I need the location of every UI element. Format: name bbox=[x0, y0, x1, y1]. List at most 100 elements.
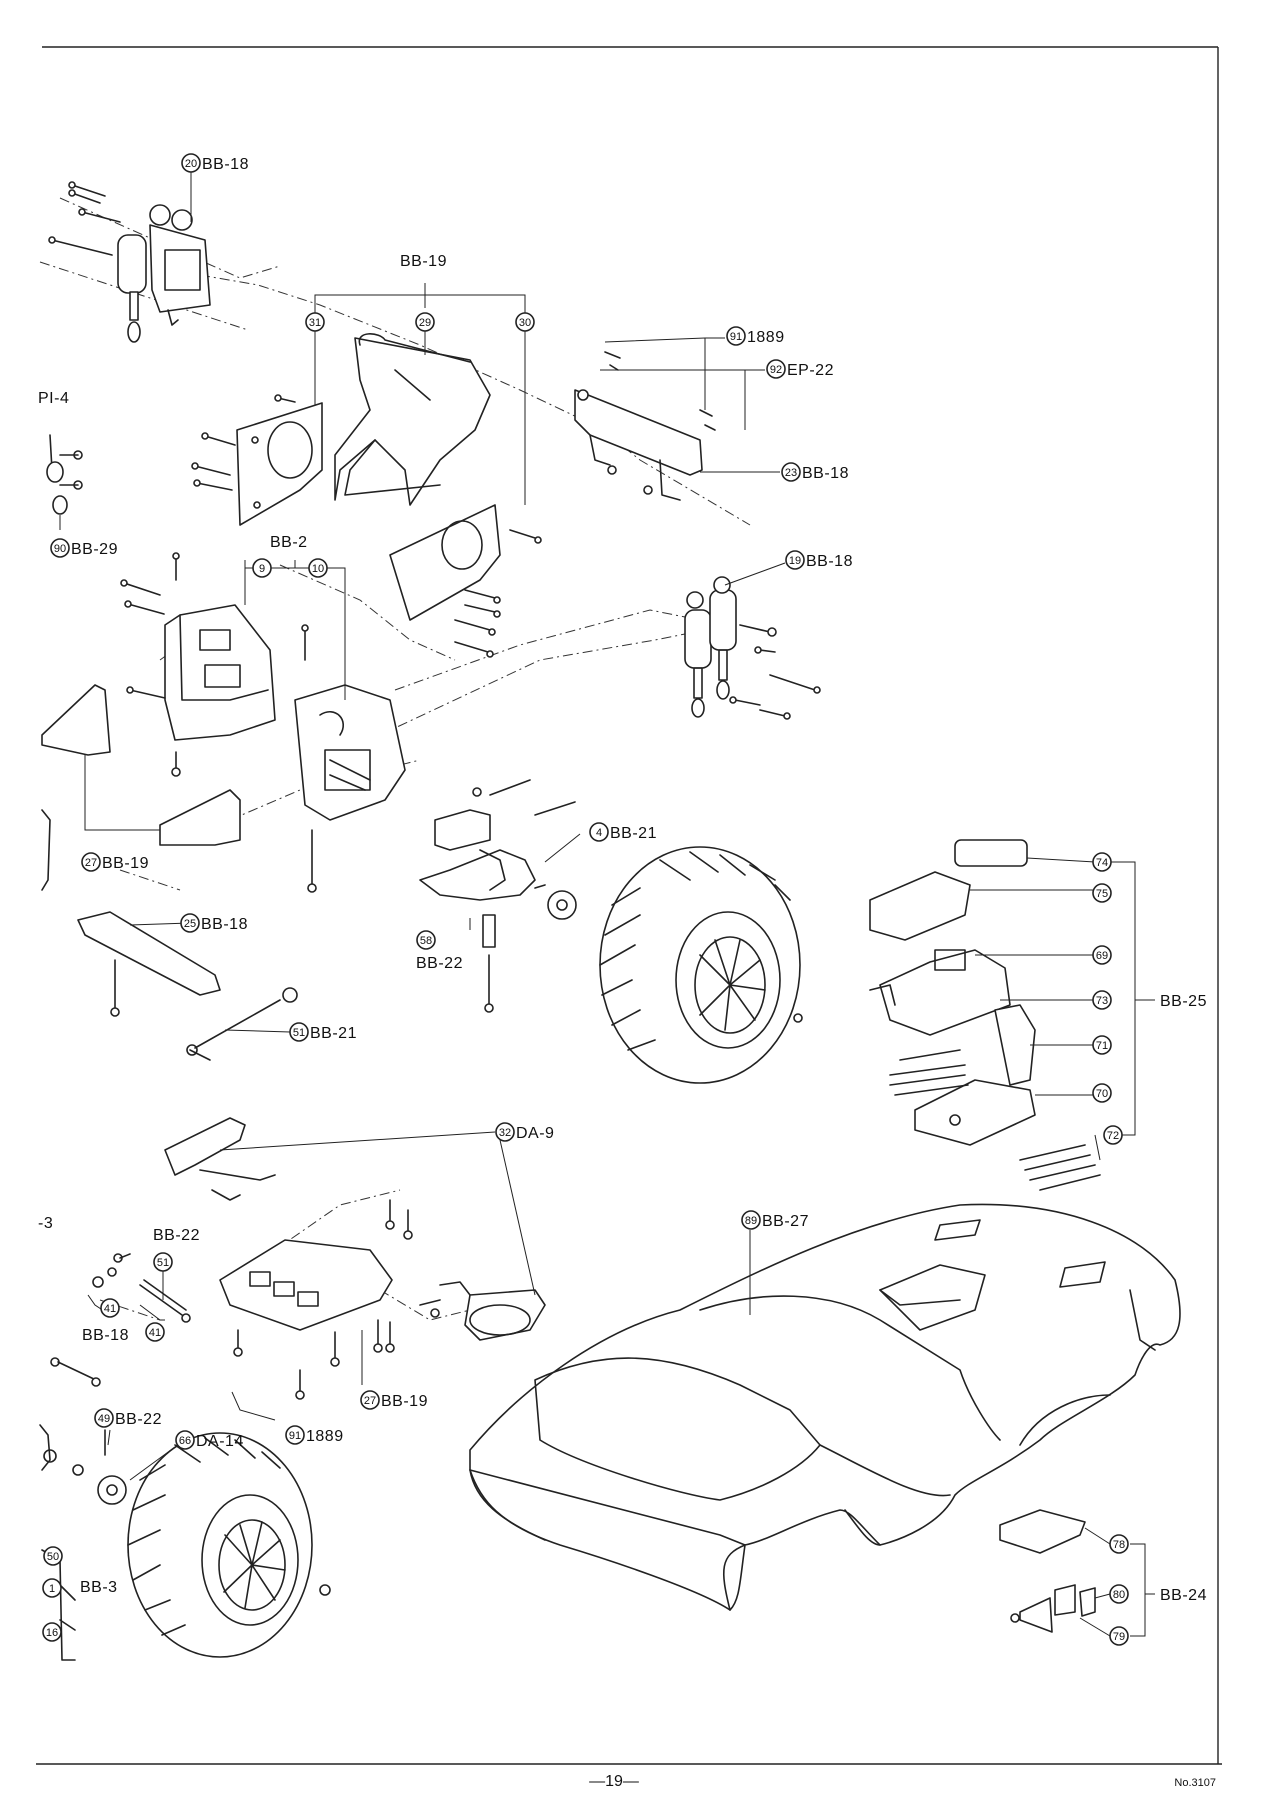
label-3: -3 bbox=[38, 1215, 53, 1232]
svg-text:29: 29 bbox=[419, 317, 431, 329]
callout-75: 75 bbox=[1092, 883, 1112, 903]
label-bb-24: BB-24 bbox=[1160, 1587, 1207, 1604]
callout-66: 66 bbox=[175, 1430, 195, 1450]
callout-91b: 91 bbox=[285, 1425, 305, 1445]
callout-79: 79 bbox=[1109, 1626, 1129, 1646]
svg-text:71: 71 bbox=[1096, 1040, 1108, 1052]
rear-bumper bbox=[574, 351, 716, 501]
label-91a: 1889 bbox=[747, 329, 785, 346]
label-89: BB-27 bbox=[762, 1213, 809, 1230]
label-bb-25: BB-25 bbox=[1160, 993, 1207, 1010]
callout-73: 73 bbox=[1092, 990, 1112, 1010]
pi-4-parts bbox=[46, 434, 83, 515]
page-frame bbox=[36, 46, 1222, 1765]
callout-89: 89 bbox=[741, 1210, 761, 1230]
svg-text:4: 4 bbox=[596, 827, 602, 839]
svg-text:91: 91 bbox=[730, 331, 742, 343]
gearbox-assembly bbox=[120, 552, 406, 893]
callout-23: 23 bbox=[781, 462, 801, 482]
callout-19: 19 bbox=[785, 550, 805, 570]
callout-27b: 27 bbox=[360, 1390, 380, 1410]
label-32: DA-9 bbox=[516, 1125, 554, 1142]
side-guards bbox=[41, 684, 241, 846]
front-tire bbox=[599, 846, 803, 1084]
label-51a: BB-21 bbox=[310, 1025, 357, 1042]
svg-text:80: 80 bbox=[1113, 1589, 1125, 1601]
label-90: BB-29 bbox=[71, 541, 118, 558]
callout-70: 70 bbox=[1092, 1083, 1112, 1103]
svg-text:27: 27 bbox=[364, 1395, 376, 1407]
rear-shock-assembly bbox=[48, 181, 211, 343]
label-pi-4: PI-4 bbox=[38, 390, 69, 407]
callout-20: 20 bbox=[181, 153, 201, 173]
callout-31: 31 bbox=[305, 312, 325, 332]
svg-text:91: 91 bbox=[289, 1430, 301, 1442]
svg-text:72: 72 bbox=[1107, 1130, 1119, 1142]
svg-text:78: 78 bbox=[1113, 1539, 1125, 1551]
label-58: BB-22 bbox=[416, 955, 463, 972]
screws-19 bbox=[729, 624, 821, 720]
svg-text:27: 27 bbox=[85, 857, 97, 869]
label-20: BB-18 bbox=[202, 156, 249, 173]
callout-41a: 41 bbox=[100, 1298, 120, 1318]
callout-91a: 91 bbox=[726, 326, 746, 346]
document-code: No.3107 bbox=[1174, 1777, 1216, 1789]
callout-4: 4 bbox=[589, 822, 609, 842]
callout-80: 80 bbox=[1109, 1584, 1129, 1604]
callout-30: 30 bbox=[515, 312, 535, 332]
svg-text:92: 92 bbox=[770, 364, 782, 376]
callout-72: 72 bbox=[1103, 1125, 1123, 1145]
front-bumper-and-plates bbox=[191, 333, 542, 658]
leader-lines bbox=[59, 172, 1155, 1637]
svg-text:90: 90 bbox=[54, 543, 66, 555]
callout-51b: 51 bbox=[153, 1252, 173, 1272]
callout-71: 71 bbox=[1092, 1035, 1112, 1055]
label-bb-3: BB-3 bbox=[80, 1579, 118, 1596]
svg-text:25: 25 bbox=[184, 918, 196, 930]
left-edge-fragments bbox=[39, 809, 76, 1661]
callout-90: 90 bbox=[50, 538, 70, 558]
svg-text:30: 30 bbox=[519, 317, 531, 329]
svg-text:41: 41 bbox=[104, 1303, 116, 1315]
receiver-parts-bb-25 bbox=[869, 839, 1101, 1191]
gear-cover bbox=[77, 911, 221, 1017]
callout-numbers: 20 31 29 30 91 92 23 90 9 10 19 4 27 25 … bbox=[42, 153, 1129, 1646]
svg-text:20: 20 bbox=[185, 158, 197, 170]
callout-16: 16 bbox=[42, 1622, 62, 1642]
svg-text:66: 66 bbox=[179, 1435, 191, 1447]
callout-74: 74 bbox=[1092, 852, 1112, 872]
steering-knuckle bbox=[419, 779, 577, 1013]
svg-text:70: 70 bbox=[1096, 1088, 1108, 1100]
page-footer: —19— No.3107 bbox=[589, 1773, 1216, 1790]
callout-51a: 51 bbox=[289, 1022, 309, 1042]
callout-41b: 41 bbox=[145, 1322, 165, 1342]
callout-9: 9 bbox=[252, 558, 272, 578]
label-92: EP-22 bbox=[787, 362, 834, 379]
callout-1: 1 bbox=[42, 1578, 62, 1598]
lower-links bbox=[50, 1253, 191, 1387]
part-code-labels: BB-18 BB-19 1889 EP-22 PI-4 BB-18 BB-29 … bbox=[38, 156, 1207, 1604]
callout-58: 58 bbox=[416, 930, 436, 950]
label-19: BB-18 bbox=[806, 553, 853, 570]
svg-text:1: 1 bbox=[49, 1583, 55, 1595]
label-bb-2: BB-2 bbox=[270, 534, 308, 551]
screws-gearbox bbox=[120, 552, 317, 893]
page-number: —19— bbox=[589, 1773, 639, 1790]
label-27b: BB-19 bbox=[381, 1393, 428, 1410]
svg-text:10: 10 bbox=[312, 563, 324, 575]
label-bb-22: BB-22 bbox=[153, 1227, 200, 1244]
label-4: BB-21 bbox=[610, 825, 657, 842]
svg-text:9: 9 bbox=[259, 563, 265, 575]
label-23: BB-18 bbox=[802, 465, 849, 482]
svg-text:79: 79 bbox=[1113, 1631, 1125, 1643]
callout-32: 32 bbox=[495, 1122, 515, 1142]
front-shock-assembly bbox=[684, 576, 821, 720]
wires-bb-25 bbox=[889, 1049, 1101, 1191]
svg-text:51: 51 bbox=[293, 1027, 305, 1039]
screws-skid bbox=[233, 1199, 413, 1400]
label-66: DA-14 bbox=[196, 1433, 244, 1450]
label-27a: BB-19 bbox=[102, 855, 149, 872]
callout-92: 92 bbox=[766, 359, 786, 379]
svg-text:49: 49 bbox=[98, 1413, 110, 1425]
